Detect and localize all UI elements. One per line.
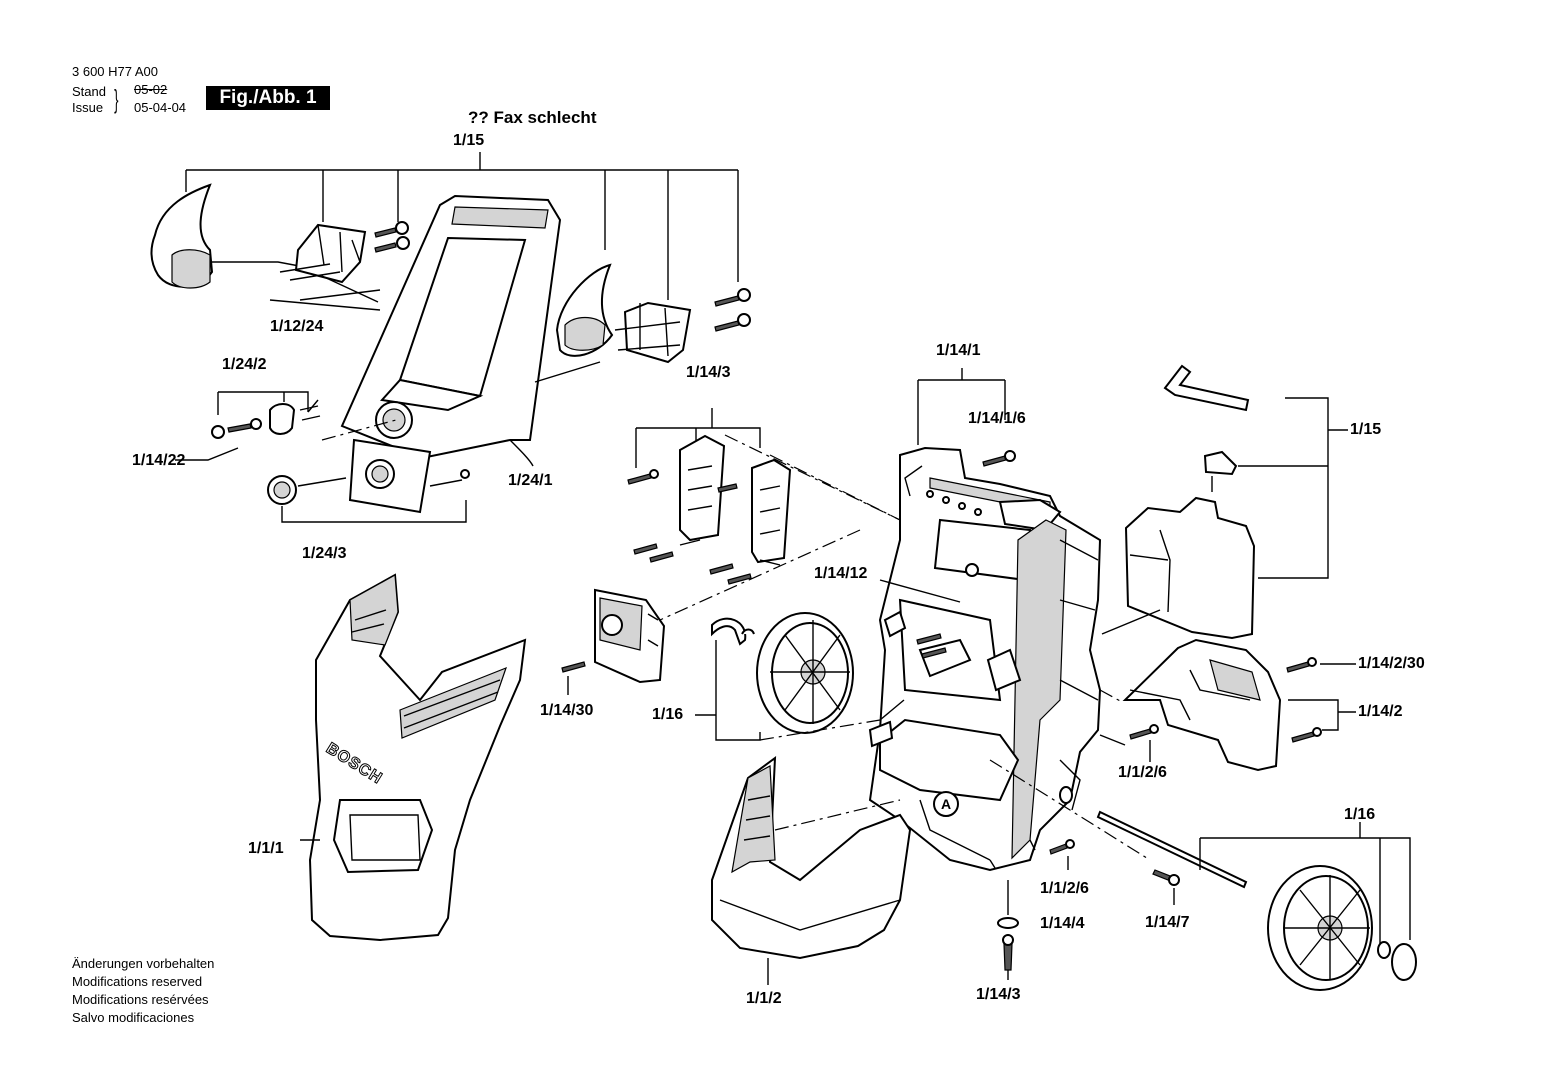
label-1-14-1-6: 1/14/1/6 [968, 410, 1026, 427]
base-cover-part [711, 719, 912, 985]
label-1-14-1: 1/14/1 [936, 342, 981, 359]
document-number: 3 600 H77 A00 [72, 64, 159, 79]
footer-line-es: Salvo modificaciones [72, 1010, 195, 1025]
label-1-1-2-6-lower: 1/1/2/6 [1040, 880, 1089, 897]
label-1-24-2: 1/24/2 [222, 356, 267, 373]
front-cover-part [300, 573, 527, 942]
left-wheel-part [695, 612, 854, 741]
tank-assembly-1-15 [1101, 364, 1348, 640]
issue-label: Issue [72, 100, 104, 115]
label-1-14-4: 1/14/4 [1040, 915, 1085, 932]
label-1-24-3: 1/24/3 [302, 545, 347, 562]
fan-shroud-1-14-2 [1099, 638, 1356, 772]
label-1-16-left: 1/16 [652, 706, 684, 723]
label-1-12-24: 1/12/24 [270, 318, 324, 335]
label-1-16-right: 1/16 [1344, 806, 1376, 823]
label-1-15-right: 1/15 [1350, 421, 1382, 438]
bracket-1-15-top [185, 152, 739, 300]
label-1-14-2: 1/14/2 [1358, 703, 1403, 720]
stand-date: 05-02 [134, 82, 168, 97]
brace-icon: } [114, 84, 119, 114]
plug-housing-part [561, 588, 666, 695]
callout-circle [933, 791, 959, 817]
label-1-14-3-bottom: 1/14/3 [976, 986, 1021, 1003]
screw-1-1-2-6-lower [1049, 839, 1075, 870]
axle-assembly-1-14-7 [989, 759, 1248, 905]
label-1-14-2-30: 1/14/2/30 [1358, 655, 1425, 672]
bracket-1-14-1 [917, 368, 1006, 445]
figure-badge: Fig./Abb. 1 [206, 86, 330, 110]
label-1-14-30: 1/14/30 [540, 702, 594, 719]
issue-date: 05-04-04 [134, 100, 187, 115]
top-cover-part [269, 194, 562, 460]
switch-plate-part [321, 419, 534, 514]
callout-letter: A [941, 796, 952, 812]
footer-line-en: Modifications reserved [72, 974, 203, 989]
label-1-14-12: 1/14/12 [814, 565, 868, 582]
knob-assembly-1-24-2 [175, 391, 321, 461]
label-1-1-2-6-upper: 1/1/2/6 [1118, 764, 1167, 781]
footer-line-fr: Modifications resérvées [72, 992, 209, 1007]
label-1-24-1: 1/24/1 [508, 472, 553, 489]
right-wheel-part [1199, 822, 1417, 991]
left-hood-part [150, 183, 311, 289]
right-hood-part [534, 263, 751, 383]
washer-screw-group [997, 880, 1019, 980]
screw-1-1-2-6-upper [1099, 724, 1159, 762]
footer-line-de: Änderungen vorbehalten [72, 956, 215, 971]
label-1-1-2: 1/1/2 [746, 990, 782, 1007]
main-frame-part [769, 446, 1102, 872]
label-1-14-22: 1/14/22 [132, 452, 186, 469]
clip-assembly-1-14-3 [627, 408, 901, 621]
label-1-14-3: 1/14/3 [686, 364, 731, 381]
footer-notes: Änderungen vorbehalten Modifications res… [72, 955, 214, 1027]
stand-label: Stand [72, 84, 106, 99]
label-1-1-1: 1/1/1 [248, 840, 284, 857]
label-1-15-top: 1/15 [453, 132, 485, 149]
label-1-14-7: 1/14/7 [1145, 914, 1190, 931]
knob-assembly-1-24-3 [267, 475, 467, 523]
upper-bracket-left [279, 221, 410, 284]
fax-note: ?? Fax schlecht [468, 108, 597, 127]
